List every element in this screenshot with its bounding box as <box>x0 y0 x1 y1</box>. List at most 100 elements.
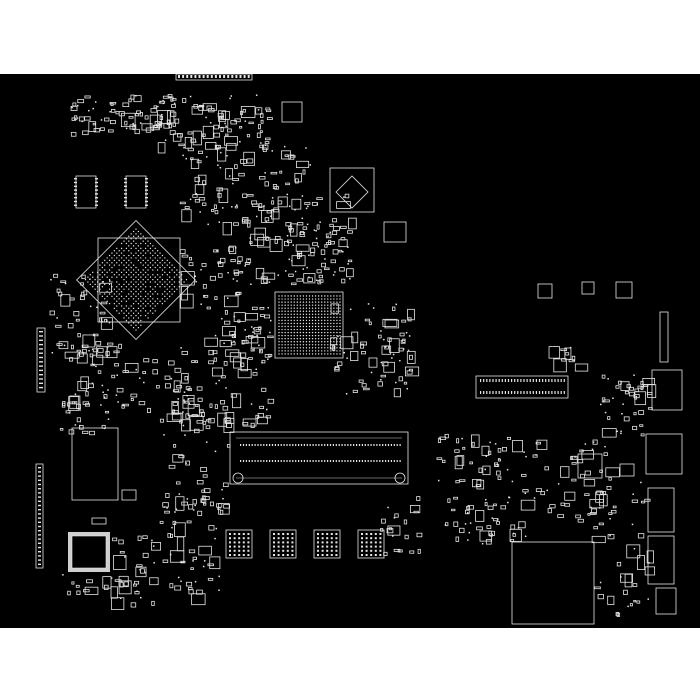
bga-ball <box>330 331 332 334</box>
passive-component <box>456 438 460 444</box>
passive-component <box>644 566 656 576</box>
passive-component <box>95 365 97 368</box>
bga-ball <box>293 319 295 322</box>
passive-component <box>290 155 296 158</box>
bga-ball <box>278 319 280 322</box>
passive-component <box>607 378 609 380</box>
passive-component <box>202 474 208 478</box>
passive-component <box>223 361 228 366</box>
passive-component <box>646 392 653 395</box>
passive-component <box>222 497 224 500</box>
passive-component <box>197 510 203 516</box>
passive-component <box>146 407 151 413</box>
passive-component <box>138 377 141 379</box>
sdram-chip <box>357 529 385 559</box>
passive-component <box>79 424 81 427</box>
passive-component <box>198 197 206 201</box>
passive-component <box>647 598 649 600</box>
passive-component <box>464 523 467 525</box>
passive-component <box>343 351 346 354</box>
passive-component <box>227 271 229 274</box>
passive-component <box>599 494 608 507</box>
bga-ball <box>290 353 292 355</box>
passive-component <box>571 462 577 465</box>
passive-component <box>472 479 482 488</box>
passive-component <box>236 280 238 282</box>
passive-component <box>259 144 265 149</box>
passive-component <box>104 319 108 323</box>
passive-component <box>181 254 189 258</box>
passive-component <box>634 388 639 393</box>
passive-component <box>100 301 108 305</box>
passive-component <box>244 120 247 122</box>
bga-ball <box>339 331 341 334</box>
bga-ball <box>284 310 286 312</box>
passive-component <box>110 103 114 106</box>
passive-component <box>257 124 261 130</box>
passive-component <box>284 270 287 272</box>
passive-component <box>467 505 474 510</box>
passive-component <box>524 492 527 495</box>
passive-component <box>447 498 451 503</box>
passive-component <box>316 224 320 230</box>
passive-component <box>239 271 244 274</box>
passive-component <box>264 354 271 358</box>
passive-component <box>593 526 599 530</box>
passive-component <box>302 226 308 230</box>
passive-component <box>73 311 80 317</box>
passive-component <box>242 418 257 427</box>
passive-component <box>612 397 614 399</box>
bga-ball <box>296 319 298 322</box>
passive-component <box>244 265 246 267</box>
passive-component <box>590 506 592 509</box>
passive-component <box>300 231 305 235</box>
bga-ball <box>290 313 292 315</box>
passive-component <box>135 113 139 117</box>
passive-component <box>195 404 199 407</box>
passive-component <box>269 238 283 252</box>
passive-component <box>581 450 594 460</box>
passive-component <box>233 222 239 226</box>
passive-component <box>97 370 102 374</box>
passive-component <box>138 401 146 406</box>
passive-component <box>68 412 71 414</box>
passive-component <box>511 480 514 483</box>
passive-component <box>174 367 182 373</box>
passive-component <box>219 167 222 169</box>
passive-component <box>205 156 208 158</box>
passive-component <box>341 278 346 284</box>
passive-component <box>185 157 188 160</box>
passive-component <box>265 221 267 223</box>
bga-ball <box>293 344 295 346</box>
bga-ball <box>339 319 341 322</box>
passive-component <box>157 142 166 154</box>
passive-component <box>212 367 224 377</box>
passive-component <box>383 551 388 556</box>
passive-component <box>291 282 297 286</box>
passive-component <box>413 510 419 514</box>
passive-component <box>340 225 347 229</box>
passive-component <box>205 116 207 119</box>
bga-ball <box>308 353 311 355</box>
passive-component <box>232 278 235 280</box>
bga-ball <box>278 310 280 312</box>
bga-ball <box>324 301 326 303</box>
passive-component <box>564 347 572 360</box>
passive-component <box>444 524 447 526</box>
passive-component <box>494 462 499 467</box>
bga-ball <box>327 325 329 328</box>
passive-component <box>454 455 463 470</box>
passive-component <box>115 111 120 115</box>
passive-component <box>260 119 264 124</box>
passive-component <box>258 326 262 330</box>
passive-component <box>292 244 294 246</box>
passive-component <box>466 506 470 510</box>
bga-ball <box>290 295 292 297</box>
bga-ball <box>302 341 305 343</box>
passive-component <box>248 121 254 125</box>
bga-ball <box>284 307 286 309</box>
passive-component <box>583 479 596 487</box>
bga-ball <box>302 301 305 303</box>
passive-component <box>352 389 358 393</box>
passive-component <box>75 584 80 588</box>
